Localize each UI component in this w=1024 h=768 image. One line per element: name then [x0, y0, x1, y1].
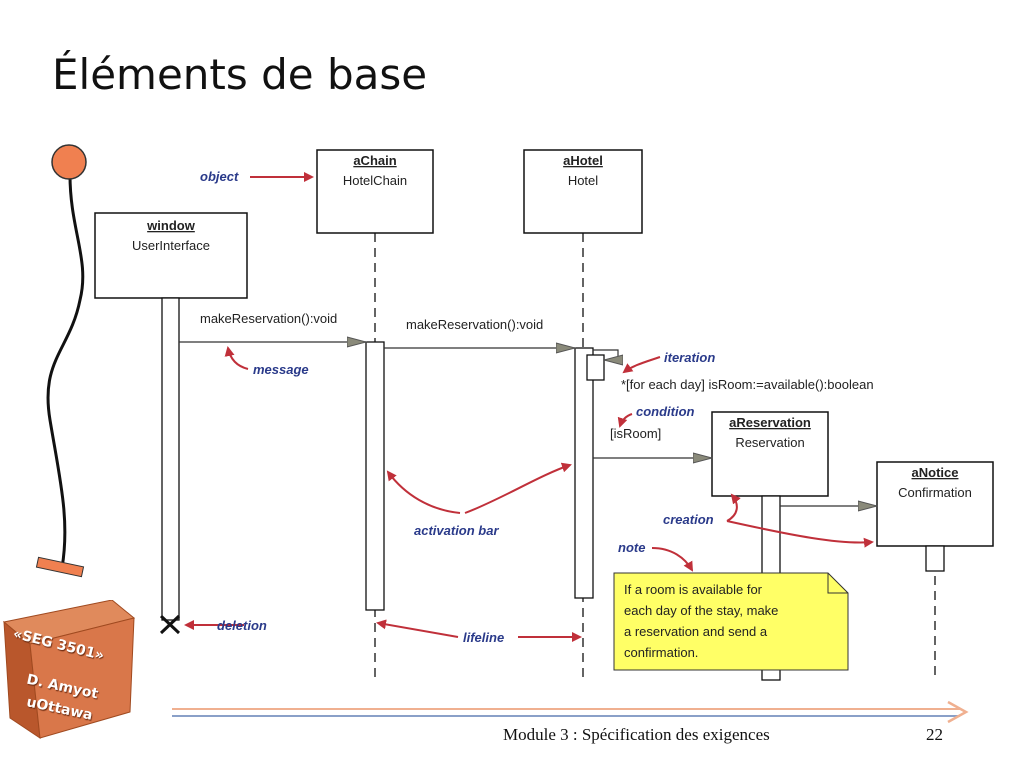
iteration-label: *[for each day] isRoom:=available():bool… [621, 377, 874, 392]
annotation-note: note [618, 540, 645, 555]
slider-base [35, 556, 85, 578]
condition-annotation-arrow [617, 413, 633, 428]
course-badge: «SEG 3501» D. Amyot uOttawa [0, 599, 136, 740]
condition-label: [isRoom] [610, 426, 661, 441]
object-name: aChain [353, 153, 396, 168]
annotation-activation-bar: activation bar [414, 523, 499, 538]
note-line: If a room is available for [624, 582, 763, 597]
annotation-deletion: deletion [217, 618, 267, 633]
note-line: a reservation and send a [624, 624, 768, 639]
annotation-arrows [184, 172, 874, 642]
messages [179, 342, 877, 506]
object-name: aNotice [912, 465, 959, 480]
object-achain: aChain HotelChain [316, 149, 434, 234]
decorative-slider [35, 144, 87, 578]
object-class: Confirmation [898, 485, 972, 500]
message-label-1: makeReservation():void [200, 311, 337, 326]
object-ahotel: aHotel Hotel [523, 149, 643, 234]
object-name: aReservation [729, 415, 811, 430]
object-name: window [146, 218, 196, 233]
activation-bar-achain [365, 341, 385, 611]
note-line: each day of the stay, make [624, 603, 778, 618]
deletion-x-icon [159, 614, 181, 635]
iteration-annotation-arrow [622, 356, 661, 374]
message-arrow-self [593, 349, 618, 360]
annotation-lifeline: lifeline [463, 630, 504, 645]
footer-arrow-icon [947, 700, 969, 724]
lifeline-annotation-arrow-left [376, 619, 459, 638]
object-class: Hotel [568, 173, 598, 188]
object-window: window UserInterface [94, 212, 248, 299]
annotation-message: message [253, 362, 309, 377]
object-name: aHotel [563, 153, 603, 168]
note-annotation-arrow [651, 547, 694, 572]
object-class: Reservation [735, 435, 804, 450]
course-badge-box [2, 599, 136, 740]
activation-bar-anotice [925, 545, 945, 572]
annotation-iteration: iteration [664, 350, 715, 365]
annotation-creation: creation [663, 512, 714, 527]
activation-annotation-arrow-right [464, 462, 572, 514]
creation-annotation-arrow-up [726, 493, 741, 522]
message-annotation-arrow [224, 346, 249, 370]
activation-bar-ahotel [574, 347, 594, 599]
page-number: 22 [926, 725, 943, 744]
activation-annotation-arrow-left [386, 470, 461, 514]
footer-module: Module 3 : Spécification des exigences [503, 725, 770, 744]
note-line: confirmation. [624, 645, 698, 660]
activation-bar-ahotel-nested [586, 354, 605, 381]
annotation-condition: condition [636, 404, 695, 419]
creation-annotation-arrow-right [726, 520, 874, 548]
annotation-object: object [200, 169, 239, 184]
slider-knob [51, 144, 87, 180]
object-anotice: aNotice Confirmation [876, 461, 994, 547]
slide-title: Éléments de base [52, 50, 428, 99]
object-class: HotelChain [343, 173, 407, 188]
activation-bar-window [161, 297, 180, 621]
message-label-2: makeReservation():void [406, 317, 543, 332]
footer-rule [172, 700, 969, 724]
note: If a room is available for each day of t… [613, 572, 849, 671]
object-areservation: aReservation Reservation [711, 411, 829, 497]
object-class: UserInterface [132, 238, 210, 253]
